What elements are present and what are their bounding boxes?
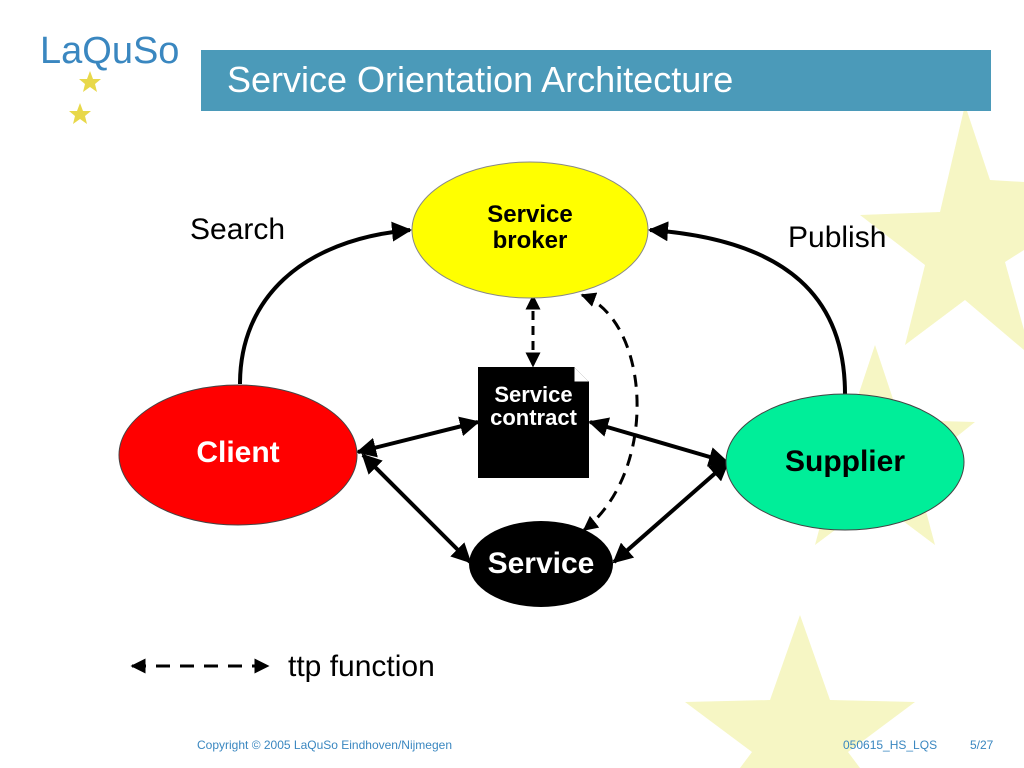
contract-node	[478, 367, 589, 478]
logo-stars	[69, 71, 101, 124]
broker-node	[411, 161, 649, 299]
footer-page-number: 5/27	[970, 738, 994, 752]
logo-star-icon	[79, 71, 101, 92]
publish-label: Publish	[788, 221, 887, 254]
supplier-node	[725, 393, 965, 531]
service-node	[469, 521, 613, 607]
logo: LaQuSo	[40, 30, 190, 130]
footer-copyright: Copyright © 2005 LaQuSo Eindhoven/Nijmeg…	[197, 738, 452, 752]
client-contract-edge	[356, 416, 480, 458]
client-label: Client	[196, 436, 280, 469]
broker-label-line2: broker	[492, 227, 568, 254]
client-service-edge	[361, 453, 472, 564]
contract-label: Service contract	[478, 383, 589, 429]
title-bar: Service Orientation Architecture	[201, 50, 991, 111]
service-label: Service	[487, 547, 595, 580]
search-edge	[238, 221, 412, 385]
broker-label-line1: Service	[487, 201, 573, 228]
contract-label-line1: Service	[494, 382, 573, 407]
search-label: Search	[190, 213, 286, 246]
broker-label: Service broker	[470, 202, 590, 254]
contract-supplier-edge	[588, 417, 729, 467]
contract-label-line2: contract	[490, 405, 577, 430]
supplier-label: Supplier	[784, 445, 905, 478]
broker-service-ttp-edge	[580, 292, 639, 532]
background-star-icon	[860, 105, 1024, 350]
footer-doc-id: 050615_HS_LQS	[843, 738, 938, 752]
legend-label: ttp function	[288, 650, 435, 683]
contract-fold	[573, 367, 589, 383]
client-node	[118, 384, 358, 526]
logo-star-icon	[69, 103, 91, 124]
page-title: Service Orientation Architecture	[227, 59, 734, 100]
logo-text: LaQuSo	[40, 30, 180, 72]
background-star-icon	[685, 615, 915, 768]
publish-edge	[648, 221, 847, 395]
service-supplier-edge	[612, 460, 730, 564]
